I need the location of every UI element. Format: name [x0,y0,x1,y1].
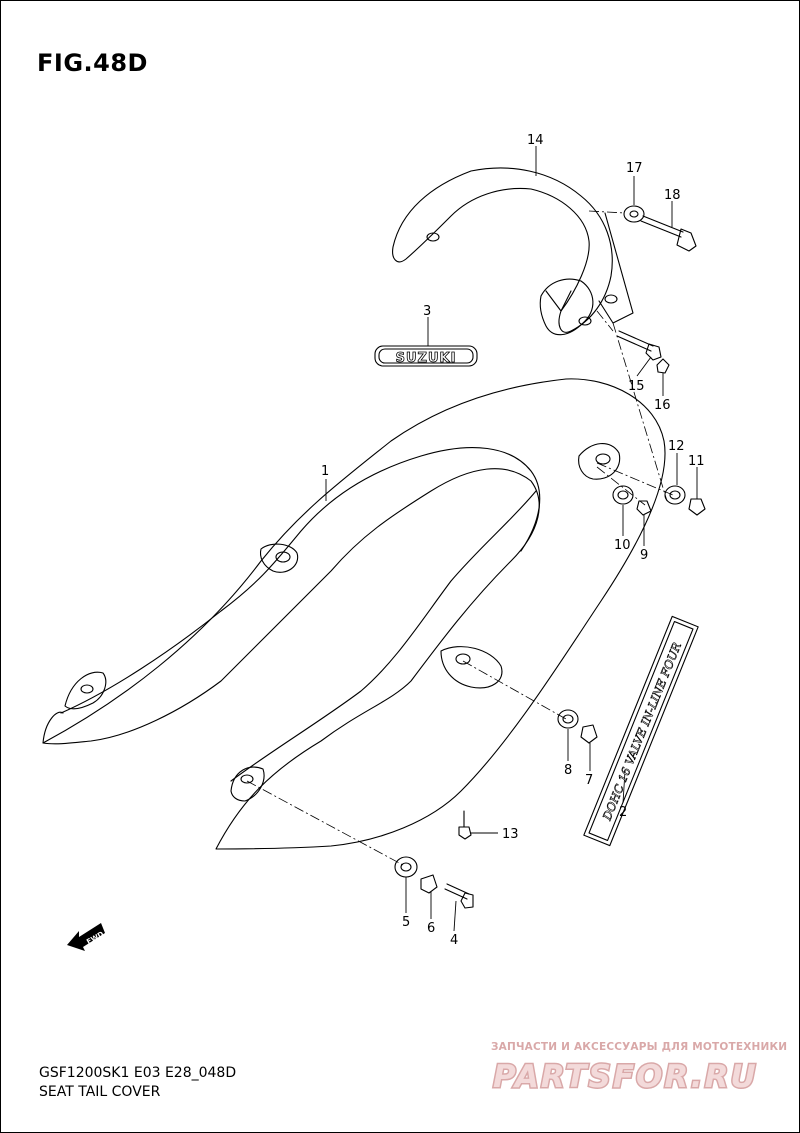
callout-16[interactable]: 16 [654,398,671,413]
callout-7[interactable]: 7 [585,773,593,788]
callout-4[interactable]: 4 [450,933,458,948]
svg-text:PARTSFOR.RU: PARTSFOR.RU [493,1059,758,1095]
callout-17[interactable]: 17 [626,161,643,176]
callout-10[interactable]: 10 [614,538,631,553]
decal-part-2[interactable] [583,615,699,847]
washer-part-17[interactable] [623,205,645,223]
collar-part-9[interactable] [636,500,652,516]
callout-12[interactable]: 12 [668,439,685,454]
collar-part-6[interactable] [420,874,438,894]
callout-5[interactable]: 5 [402,915,410,930]
tail-cover-part-1[interactable] [42,378,666,850]
callout-14[interactable]: 14 [527,133,544,148]
emblem-text: SUZUKI [396,351,457,366]
decal-text: DOHC 16 VALVE IN-LINE FOUR [599,640,684,823]
grommet-part-5[interactable] [394,856,418,878]
callout-1[interactable]: 1 [321,464,329,479]
collar-part-11[interactable] [688,498,706,516]
callout-18[interactable]: 18 [664,188,681,203]
callout-11[interactable]: 11 [688,454,705,469]
grommet-part-12[interactable] [664,485,686,505]
clip-part-13[interactable] [458,826,472,840]
callout-2[interactable]: 2 [619,805,627,820]
forward-arrow-icon: FWD [67,923,105,951]
bolt-part-4[interactable] [444,883,474,909]
grab-rail-part-14[interactable] [392,167,613,333]
grommet-part-8[interactable] [557,709,579,729]
nut-part-16[interactable] [656,358,670,374]
figure-title: FIG.48D [37,49,148,77]
callout-3[interactable]: 3 [423,304,431,319]
emblem-part-3[interactable] [374,345,478,367]
callout-8[interactable]: 8 [564,763,572,778]
bolt-part-15[interactable] [616,330,662,361]
svg-text:PARTSFOR.RU: PARTSFOR.RU [493,1059,758,1095]
collar-part-7[interactable] [580,724,598,744]
model-code: GSF1200SK1 E03 E28_048D [39,1065,237,1081]
bolt-part-18[interactable] [640,215,697,252]
callout-6[interactable]: 6 [427,921,435,936]
assembly-guide-lines [246,210,674,866]
grommet-part-10[interactable] [612,485,634,505]
figure-name: SEAT TAIL COVER [39,1084,161,1100]
callout-leaders [325,146,698,932]
callout-13[interactable]: 13 [502,827,519,842]
callout-9[interactable]: 9 [640,548,648,563]
callout-15[interactable]: 15 [628,379,645,394]
watermark-logo: PARTSFOR.RU PARTSFOR.RU [492,1058,758,1097]
watermark-caption: ЗАПЧАСТИ И АКСЕССУАРЫ ДЛЯ МОТОТЕХНИКИ [491,1041,788,1053]
